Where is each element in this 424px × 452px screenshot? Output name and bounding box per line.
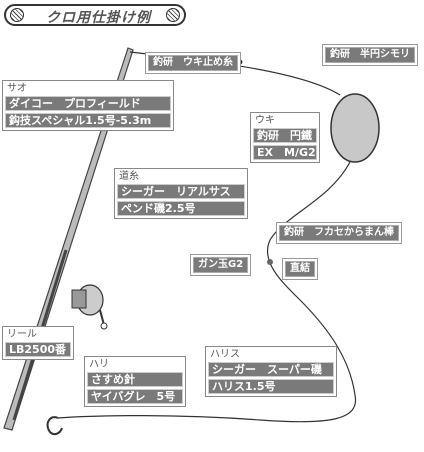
label-rod: サオ ダイコー プロフィールド 鈎技スペシャル1.5号-5.3m	[2, 80, 174, 131]
label-leader-line-1: シーガー スーパー磯	[208, 362, 334, 377]
tag-gan-dama: ガン玉G2	[190, 254, 252, 276]
tag-uki-tome-text: 釣研 ウキ止め糸	[148, 55, 238, 71]
tag-fukase-text: 釣研 フカセからまん棒	[279, 225, 399, 241]
label-hook-heading: ハリ	[89, 359, 109, 370]
page-title: クロ用仕掛け例	[46, 10, 151, 26]
label-leader-line-2: ハリス1.5号	[208, 379, 334, 394]
hook	[46, 416, 63, 436]
tag-chokketsu: 直結	[282, 258, 318, 280]
label-leader-heading: ハリス	[210, 349, 240, 360]
label-float-heading: ウキ	[255, 115, 275, 126]
label-float-line-2: EX M/G2	[253, 145, 317, 160]
tag-fukase: 釣研 フカセからまん棒	[276, 222, 402, 244]
label-reel: リール LB2500番	[2, 326, 74, 360]
label-main-line-heading: 道糸	[119, 171, 139, 182]
label-reel-heading: リール	[7, 329, 37, 340]
label-rod-line-2: 鈎技スペシャル1.5号-5.3m	[5, 113, 171, 128]
label-rod-heading: サオ	[7, 83, 27, 94]
tag-hanmaru-shimori-text: 釣研 半円シモリ	[325, 47, 415, 63]
label-float-line-1: 釣研 円鐵	[253, 128, 317, 143]
reel	[71, 284, 108, 330]
label-main-line-line-1: シーガー リアルサス	[117, 184, 245, 199]
label-reel-line-1: LB2500番	[5, 342, 71, 357]
tag-hanmaru-shimori: 釣研 半円シモリ	[322, 44, 418, 66]
ball-icon	[10, 8, 24, 22]
tag-chokketsu-text: 直結	[285, 261, 315, 277]
label-main-line-line-2: ペンド磯2.5号	[117, 201, 245, 216]
stopper-bead	[267, 259, 273, 265]
label-main-line: 道糸 シーガー リアルサス ペンド磯2.5号	[114, 168, 248, 219]
leader-line	[57, 161, 357, 423]
label-rod-line-1: ダイコー プロフィールド	[5, 96, 171, 111]
tag-uki-tome: 釣研 ウキ止め糸	[145, 52, 241, 74]
tag-gan-dama-text: ガン玉G2	[193, 257, 249, 273]
label-hook-line-2: ヤイバグレ 5号	[87, 389, 183, 404]
ball-icon	[166, 8, 180, 22]
label-leader: ハリス シーガー スーパー磯 ハリス1.5号	[205, 346, 337, 397]
float	[330, 93, 380, 163]
label-float: ウキ 釣研 円鐵 EX M/G2	[250, 112, 320, 163]
label-hook: ハリ さすめ針 ヤイバグレ 5号	[84, 356, 186, 407]
label-hook-line-1: さすめ針	[87, 372, 183, 387]
title-bar: クロ用仕掛け例	[4, 4, 186, 26]
